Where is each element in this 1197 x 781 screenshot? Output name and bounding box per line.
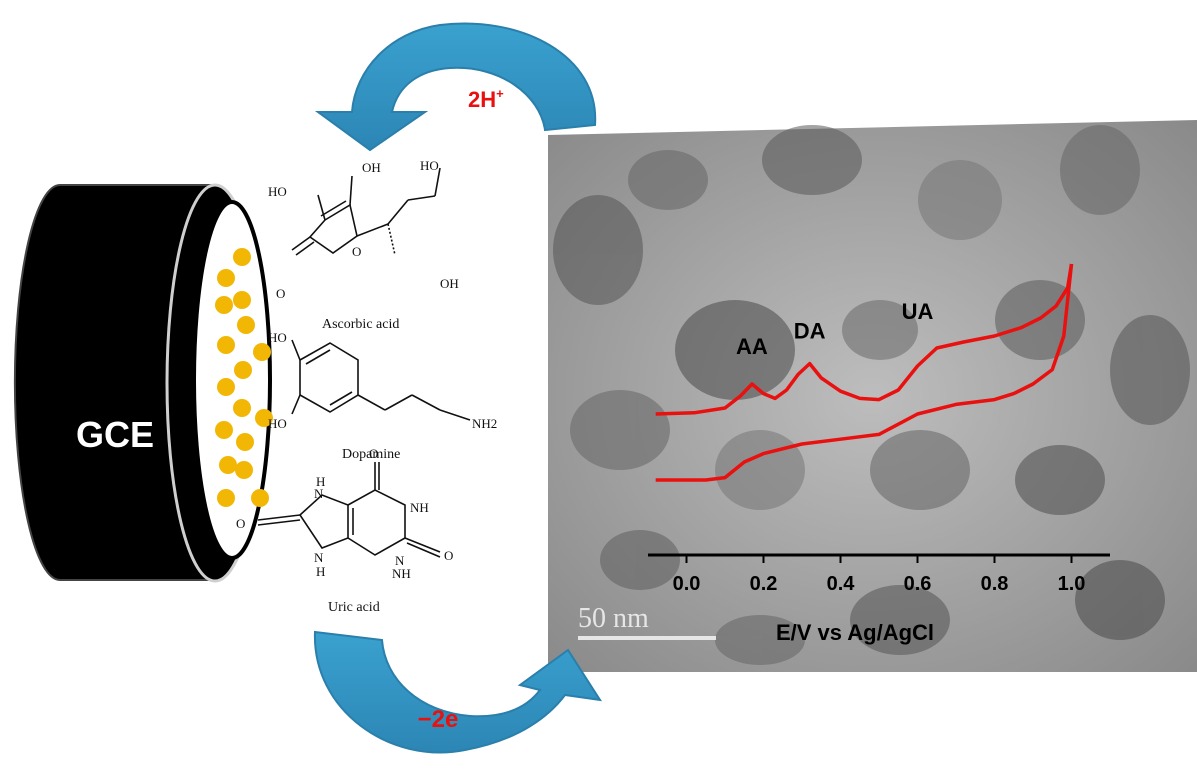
gce-label: GCE: [76, 414, 154, 455]
svg-text:N: N: [395, 553, 405, 568]
dopamine-structure: [291, 339, 471, 421]
svg-text:H: H: [316, 474, 325, 489]
peak-annotations: AA DA UA: [736, 299, 933, 359]
svg-text:NH: NH: [410, 500, 429, 515]
x-tick-label: 0.2: [750, 573, 778, 595]
svg-text:HO: HO: [420, 158, 439, 173]
x-tick-label: 0.4: [827, 573, 856, 595]
x-tick-label: 0.8: [981, 573, 1009, 595]
x-axis-ticks: [685, 555, 1073, 563]
scale-bar-label: 50 nm: [578, 603, 649, 634]
svg-text:O: O: [444, 548, 453, 563]
svg-text:H: H: [316, 564, 325, 579]
gce-electrode: GCE: [13, 183, 273, 583]
uric-acid-name: Uric acid: [328, 600, 380, 615]
svg-text:N: N: [314, 550, 324, 565]
ascorbic-acid-structure: [291, 167, 441, 256]
peak-label-ua: UA: [902, 299, 934, 324]
cv-series: [655, 263, 1074, 482]
svg-text:O: O: [369, 446, 378, 461]
peak-label-aa: AA: [736, 334, 768, 359]
arrow-bottom-label: −2e: [418, 706, 459, 733]
tem-image: 50 nm: [548, 120, 1197, 672]
svg-text:OH: OH: [440, 276, 459, 291]
svg-text:O: O: [236, 516, 245, 531]
dopamine-atoms: HO HO NH2 Dopamine: [268, 330, 497, 462]
svg-text:HO: HO: [268, 184, 287, 199]
svg-text:HO: HO: [268, 416, 287, 431]
uric-acid-structure: [257, 462, 441, 558]
uric-acid-atoms: O H N NH N O N H NH O Uric acid: [236, 446, 453, 615]
svg-text:NH2: NH2: [472, 416, 497, 431]
svg-text:O: O: [276, 286, 285, 301]
ascorbic-acid-name: Ascorbic acid: [322, 317, 399, 332]
bottom-curved-arrow: −2e: [313, 630, 603, 754]
x-tick-label: 0.0: [673, 573, 701, 595]
cv-reverse-scan: [655, 263, 1074, 482]
nanoparticles: [215, 248, 273, 507]
x-axis-tick-labels: 0.0 0.2 0.4 0.6 0.8 1.0: [673, 573, 1086, 595]
peak-label-da: DA: [794, 318, 826, 343]
arrow-top-label: 2H+: [468, 86, 504, 112]
x-tick-label: 1.0: [1058, 573, 1086, 595]
ascorbic-acid-atoms: OH HO HO O O OH Ascorbic acid: [268, 158, 459, 332]
cv-forward-scan: [655, 263, 1074, 416]
svg-text:HO: HO: [268, 330, 287, 345]
svg-text:O: O: [352, 244, 361, 259]
top-curved-arrow: 2H+: [314, 22, 597, 152]
cv-chart: 0.0 0.2 0.4 0.6 0.8 1.0 E/V vs Ag/AgCl AA DA UA: [648, 263, 1110, 645]
svg-text:N: N: [314, 486, 324, 501]
svg-text:OH: OH: [362, 160, 381, 175]
x-axis-label: E/V vs Ag/AgCl: [776, 620, 934, 645]
x-tick-label: 0.6: [904, 573, 932, 595]
svg-text:NH: NH: [392, 566, 411, 581]
dopamine-name: Dopamine: [342, 447, 400, 462]
